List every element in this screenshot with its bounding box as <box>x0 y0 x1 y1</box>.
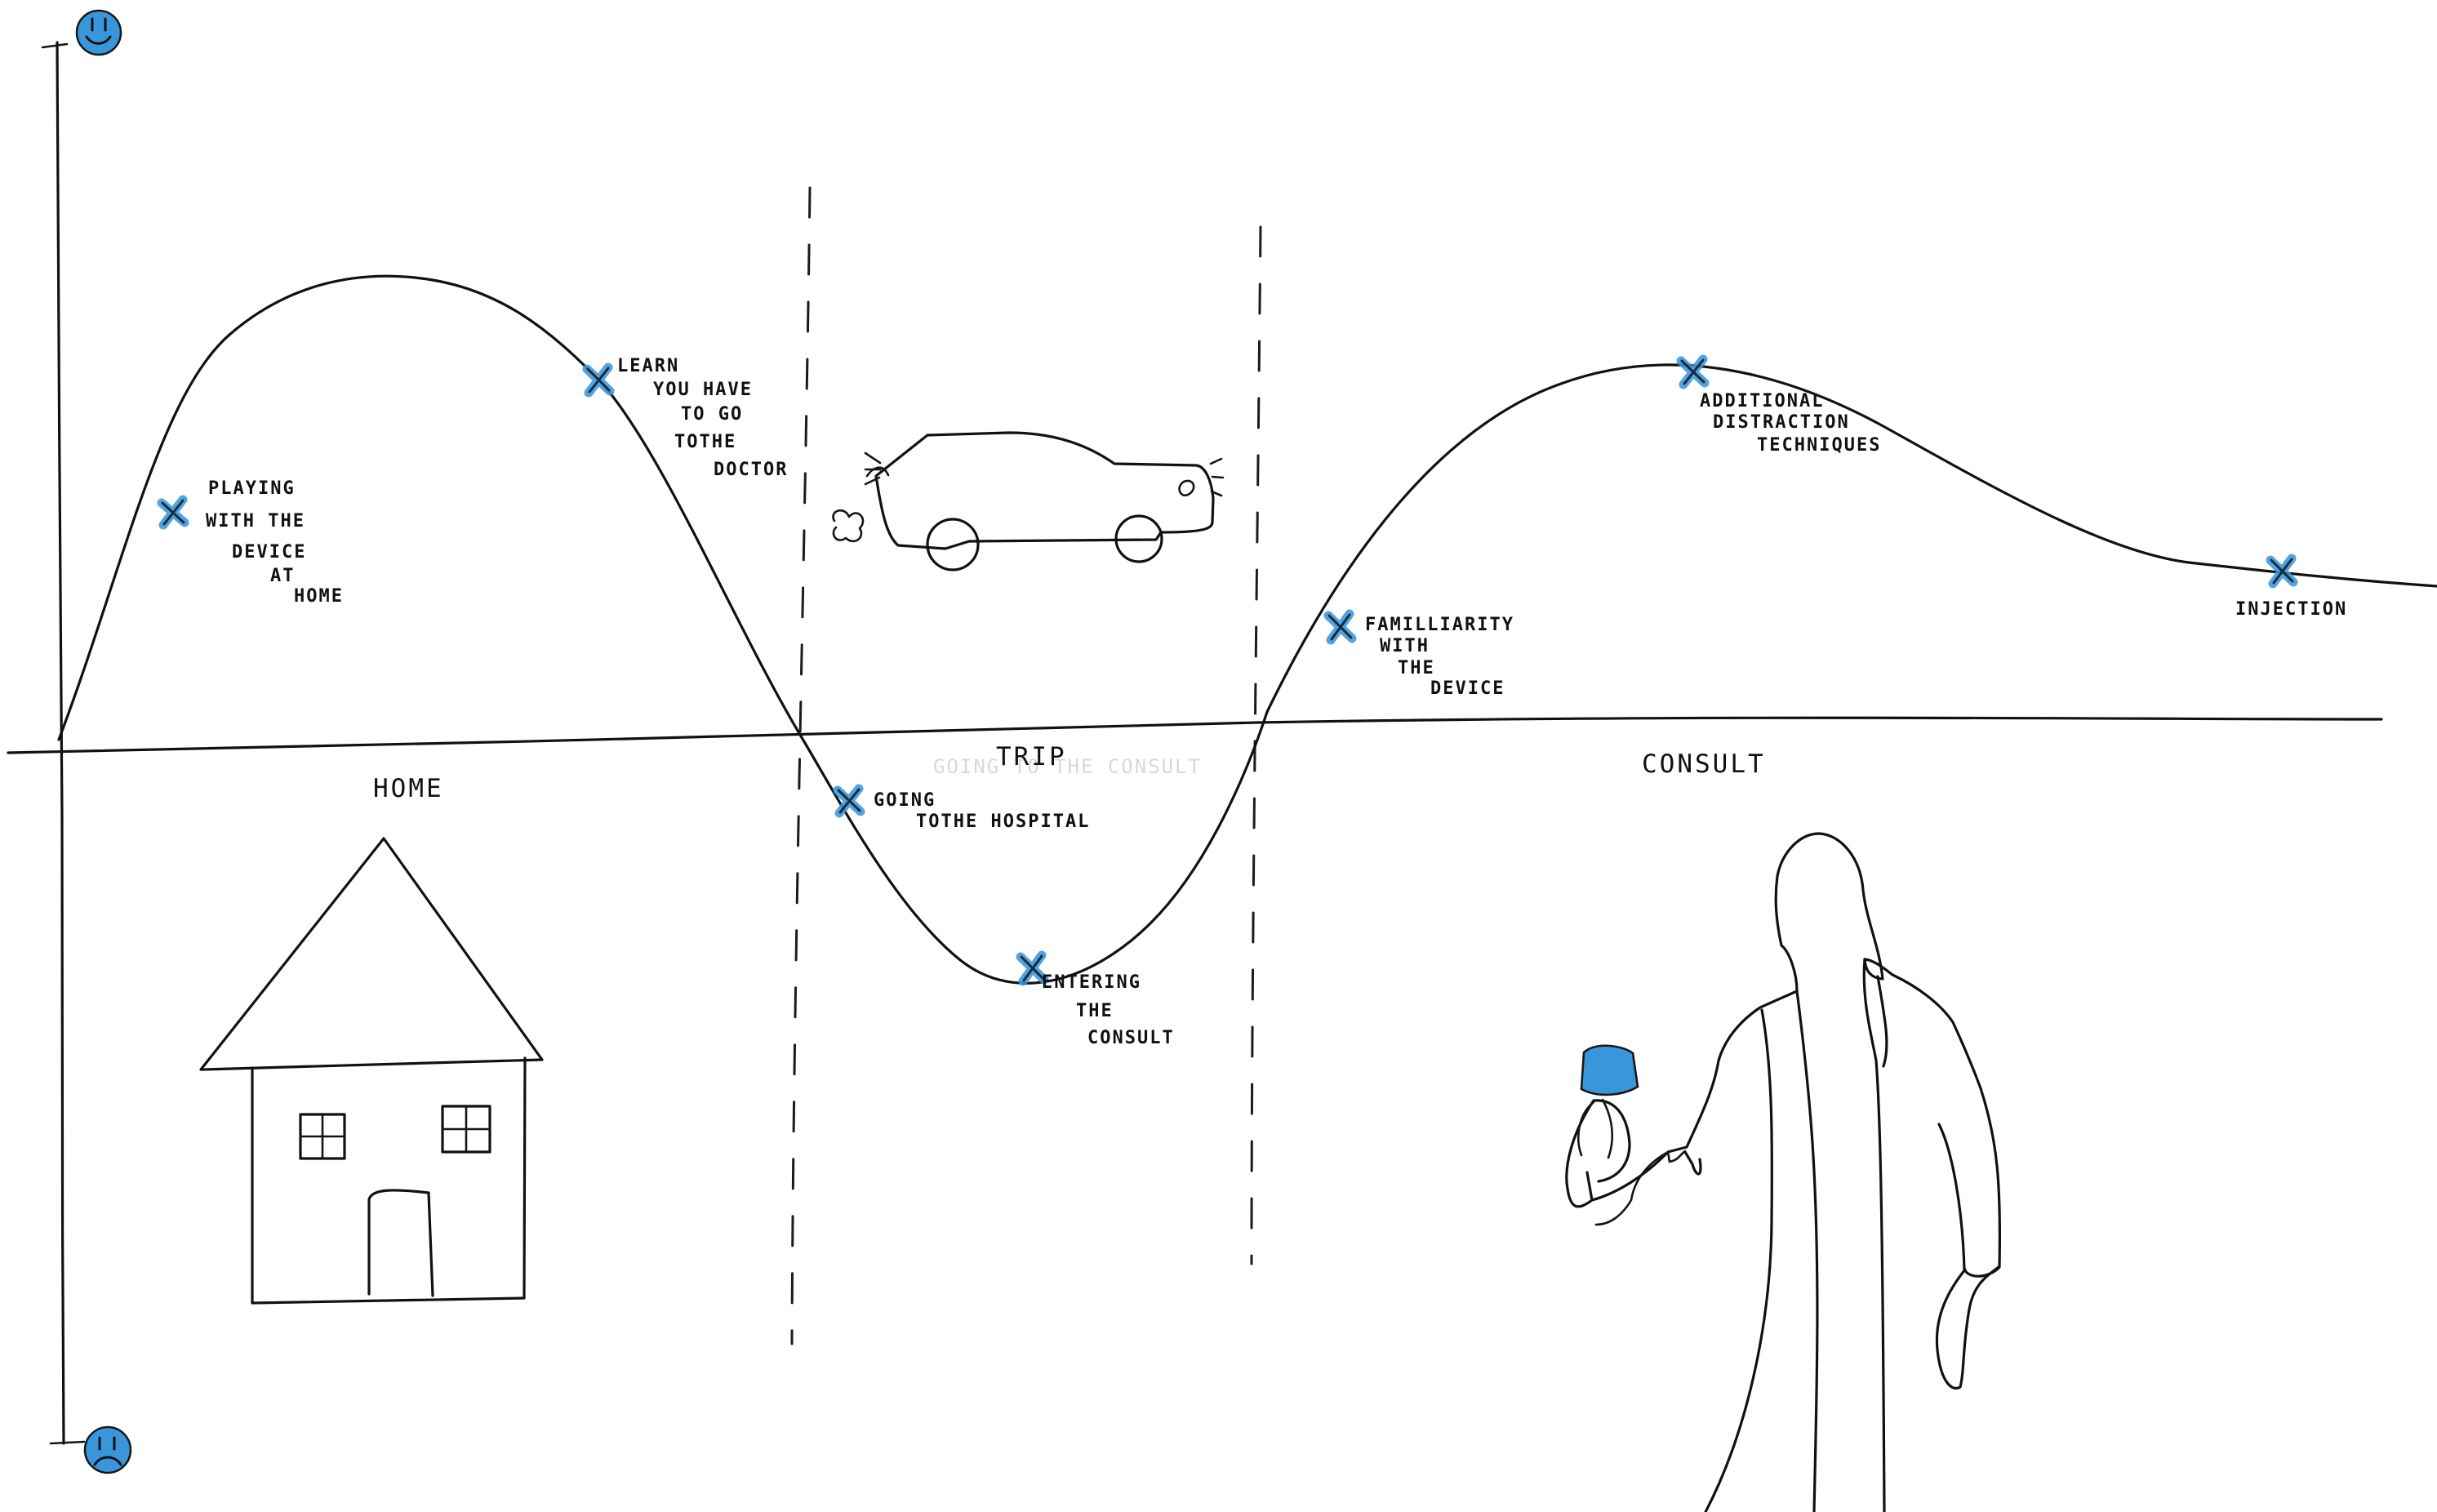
happy-face-icon <box>77 11 121 55</box>
note-line: TOTHE <box>674 432 736 452</box>
horizontal-time-axis <box>8 718 2381 753</box>
note-line: AT <box>270 566 296 586</box>
note-line: FAMILLIARITY <box>1365 615 1514 635</box>
note-line: WITH <box>1380 636 1430 656</box>
blue-x-marker-icon <box>587 367 610 393</box>
moment-note-learn: LEARN YOU HAVE TO GO TOTHE DOCTOR <box>617 356 788 480</box>
moment-note-familiarity: FAMILLIARITY WITH THE DEVICE <box>1365 615 1514 699</box>
note-line: TOTHE HOSPITAL <box>916 812 1090 832</box>
note-line: CONSULT <box>1087 1028 1175 1048</box>
moment-note-distraction: ADDITIONAL DISTRACTION TECHNIQUES <box>1700 391 1881 456</box>
car-icon <box>833 433 1223 570</box>
note-line: TO GO <box>681 404 743 425</box>
blue-x-marker-icon <box>1328 614 1352 640</box>
blue-x-marker-icon <box>1021 955 1044 981</box>
moment-note-entering: ENTERING THE CONSULT <box>1042 972 1175 1048</box>
moment-note-playing: PLAYING WITH THE DEVICE AT HOME <box>206 478 344 607</box>
note-line: THE <box>1398 658 1435 678</box>
blue-x-marker-icon <box>1681 359 1705 385</box>
house-icon <box>201 838 542 1303</box>
vertical-emotion-axis <box>57 42 64 1443</box>
blue-x-marker-icon <box>838 789 861 813</box>
note-line: THE <box>1076 1001 1114 1021</box>
note-line: PLAYING <box>208 478 296 499</box>
note-line: DOCTOR <box>714 460 788 480</box>
note-line: HOME <box>294 586 344 607</box>
note-line: ENTERING <box>1042 972 1141 993</box>
section-label-home: HOME <box>373 774 444 803</box>
moment-note-going: GOING TOTHE HOSPITAL <box>874 790 1090 832</box>
moment-note-injection: INJECTION <box>2235 599 2347 620</box>
note-line: GOING <box>874 790 936 811</box>
note-line: INJECTION <box>2235 599 2347 620</box>
note-line: TECHNIQUES <box>1757 435 1881 456</box>
note-line: DEVICE <box>232 542 306 563</box>
note-line: LEARN <box>617 356 679 376</box>
note-line: ADDITIONAL <box>1700 391 1824 411</box>
note-line: WITH THE <box>206 511 305 531</box>
note-line: DISTRACTION <box>1713 412 1850 433</box>
section-label-consult: CONSULT <box>1642 749 1766 779</box>
note-line: YOU HAVE <box>653 380 753 400</box>
blue-x-marker-icon <box>162 500 185 525</box>
axis-top-tick <box>42 44 67 47</box>
emotional-journey-curve <box>59 276 2437 983</box>
section-label-trip: TRIP <box>996 742 1067 772</box>
stage-divider-home-trip <box>792 188 810 1344</box>
faint-going-to-consult-text: GOING TO THE CONSULT <box>933 755 1202 778</box>
axis-bottom-tick <box>51 1442 84 1443</box>
note-line: DEVICE <box>1430 678 1505 699</box>
sad-face-icon <box>85 1427 131 1473</box>
doctor-icon <box>1567 834 2000 1512</box>
